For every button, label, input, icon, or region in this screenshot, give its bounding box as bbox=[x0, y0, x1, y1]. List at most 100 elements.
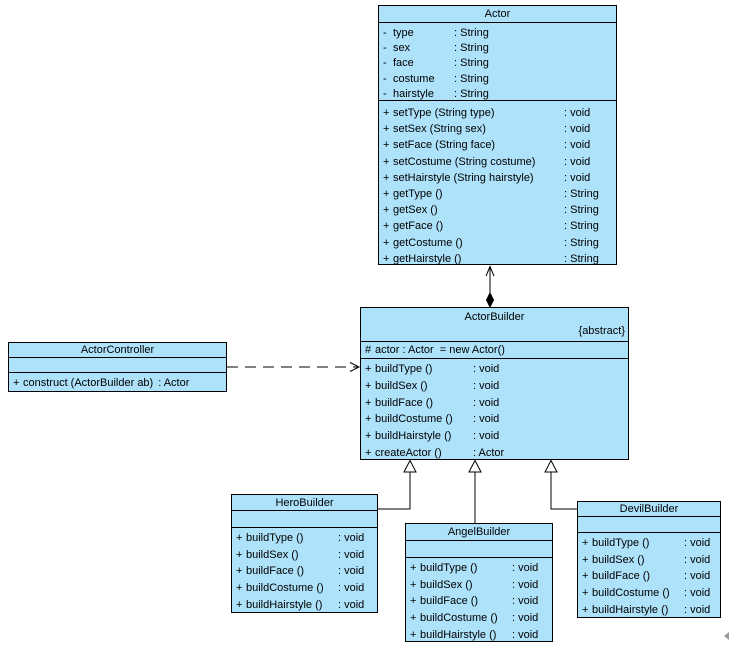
dependency-connector-actorcontroller-to-actorbuilder[interactable] bbox=[227, 362, 361, 372]
member-type: : void bbox=[338, 532, 365, 545]
member-type: : void bbox=[684, 603, 711, 616]
member-type: : void bbox=[473, 380, 500, 393]
member-name: buildCostume () bbox=[246, 582, 324, 595]
visibility: + bbox=[582, 553, 589, 566]
member-type: : String bbox=[454, 42, 489, 55]
method-row: +getType (): String bbox=[379, 186, 616, 202]
method-row: +buildHairstyle (): void bbox=[406, 626, 552, 641]
visibility: - bbox=[383, 57, 387, 70]
member-name: construct (ActorBuilder ab) bbox=[23, 376, 154, 389]
visibility: + bbox=[410, 628, 417, 641]
member-type: : void bbox=[338, 598, 365, 611]
methods-compartment: +buildType (): void+buildSex (): void+bu… bbox=[232, 528, 377, 612]
visibility: + bbox=[410, 595, 417, 608]
visibility: + bbox=[236, 548, 243, 561]
visibility: + bbox=[582, 587, 589, 600]
visibility: + bbox=[383, 123, 390, 136]
member-name: getSex () bbox=[393, 204, 438, 217]
generalization-connector-herobuilder-to-actorbuilder[interactable] bbox=[378, 459, 417, 510]
generalization-connector-devilbuilder-to-actorbuilder[interactable] bbox=[544, 459, 577, 510]
method-row: +buildFace (): void bbox=[232, 563, 377, 580]
composition-connector-actorbuilder-to-actor[interactable] bbox=[485, 265, 495, 309]
visibility: + bbox=[365, 396, 372, 409]
member-type: : void bbox=[564, 155, 591, 168]
member-type: : void bbox=[564, 139, 591, 152]
visibility: + bbox=[365, 446, 372, 459]
class-herobuilder[interactable]: HeroBuilder +buildType (): void+buildSex… bbox=[231, 494, 378, 613]
member-name: buildType () bbox=[246, 532, 304, 545]
class-title: ActorBuilder bbox=[464, 311, 525, 323]
method-row: +buildFace (): void bbox=[578, 568, 720, 585]
member-name: buildFace () bbox=[420, 595, 479, 608]
method-row: +buildCostume (): void bbox=[361, 411, 628, 428]
visibility: + bbox=[365, 380, 372, 393]
class-title: DevilBuilder bbox=[578, 502, 720, 517]
member-name: buildCostume () bbox=[375, 413, 453, 426]
visibility: + bbox=[236, 532, 243, 545]
method-row: +setType (String type): void bbox=[379, 105, 616, 121]
member-name: getType () bbox=[393, 188, 443, 201]
member-name: buildFace () bbox=[246, 565, 305, 578]
method-row: +getSex (): String bbox=[379, 202, 616, 218]
method-row: +buildSex (): void bbox=[361, 378, 628, 395]
member-type: : void bbox=[338, 582, 365, 595]
member-name: setType (String type) bbox=[393, 107, 495, 120]
method-row: +getCostume (): String bbox=[379, 235, 616, 251]
method-row: +buildCostume (): void bbox=[232, 580, 377, 597]
attributes-compartment: #actor : Actor = new Actor() bbox=[361, 342, 628, 359]
member-type: : String bbox=[564, 220, 599, 233]
visibility: - bbox=[383, 88, 387, 101]
visibility: + bbox=[13, 376, 20, 389]
member-type: : void bbox=[684, 537, 711, 550]
member-name: setFace (String face) bbox=[393, 139, 496, 152]
attribute-row: -costume: String bbox=[379, 71, 616, 86]
member-type: : void bbox=[512, 562, 539, 575]
member-name: getHairstyle () bbox=[393, 252, 462, 264]
class-devilbuilder[interactable]: DevilBuilder +buildType (): void+buildSe… bbox=[577, 501, 721, 618]
visibility: - bbox=[383, 26, 387, 39]
methods-compartment: +setType (String type): void +setSex (Str… bbox=[379, 101, 616, 264]
class-actor[interactable]: Actor -type: String-sex: String-face: St… bbox=[378, 5, 617, 265]
member-name: buildType () bbox=[592, 537, 650, 550]
class-angelbuilder[interactable]: AngelBuilder +buildType (): void+buildSe… bbox=[405, 523, 553, 642]
member-type: : String bbox=[564, 188, 599, 201]
member-name: buildSex () bbox=[592, 553, 645, 566]
visibility: + bbox=[582, 537, 589, 550]
class-actorbuilder[interactable]: ActorBuilder {abstract} #actor : Actor =… bbox=[360, 307, 629, 460]
attribute-row: -type: String bbox=[379, 25, 616, 40]
member-type: : void bbox=[512, 578, 539, 591]
member-type: : void bbox=[473, 363, 500, 376]
method-row: +buildType (): void bbox=[406, 560, 552, 577]
method-row: +getFace (): String bbox=[379, 218, 616, 234]
method-row: +buildSex (): void bbox=[232, 547, 377, 564]
member-name: setCostume (String costume) bbox=[393, 155, 536, 168]
member-type: : void bbox=[338, 548, 365, 561]
member-name: costume bbox=[393, 72, 435, 85]
method-row: +getHairstyle (): String bbox=[379, 251, 616, 264]
member-name: hairstyle bbox=[393, 88, 434, 101]
member-name: buildFace () bbox=[592, 570, 651, 583]
member-type: : String bbox=[454, 57, 489, 70]
methods-compartment: +construct (ActorBuilder ab): Actor bbox=[9, 373, 226, 391]
generalization-connector-angelbuilder-to-actorbuilder[interactable] bbox=[468, 459, 482, 524]
member-name: buildHairstyle () bbox=[592, 603, 669, 616]
class-actorcontroller[interactable]: ActorController +construct (ActorBuilder… bbox=[8, 342, 227, 392]
member-name: setSex (String sex) bbox=[393, 123, 486, 136]
class-title: Actor bbox=[379, 6, 616, 23]
attribute-row: #actor : Actor = new Actor() bbox=[361, 342, 628, 358]
member-type: : void bbox=[338, 565, 365, 578]
method-row: +createActor (): Actor bbox=[361, 444, 628, 459]
method-row: +setHairstyle (String hairstyle): void bbox=[379, 170, 616, 186]
visibility: + bbox=[365, 413, 372, 426]
abstract-stereotype: {abstract} bbox=[578, 325, 625, 337]
attribute-row: -hairstyle: String bbox=[379, 87, 616, 101]
attribute-row: -sex: String bbox=[379, 40, 616, 55]
visibility: + bbox=[365, 430, 372, 443]
attributes-compartment-empty bbox=[578, 517, 720, 533]
member-type: : void bbox=[684, 553, 711, 566]
method-row: +buildCostume (): void bbox=[406, 610, 552, 627]
visibility: + bbox=[410, 562, 417, 575]
member-type: : void bbox=[684, 587, 711, 600]
member-type: : String bbox=[564, 236, 599, 249]
